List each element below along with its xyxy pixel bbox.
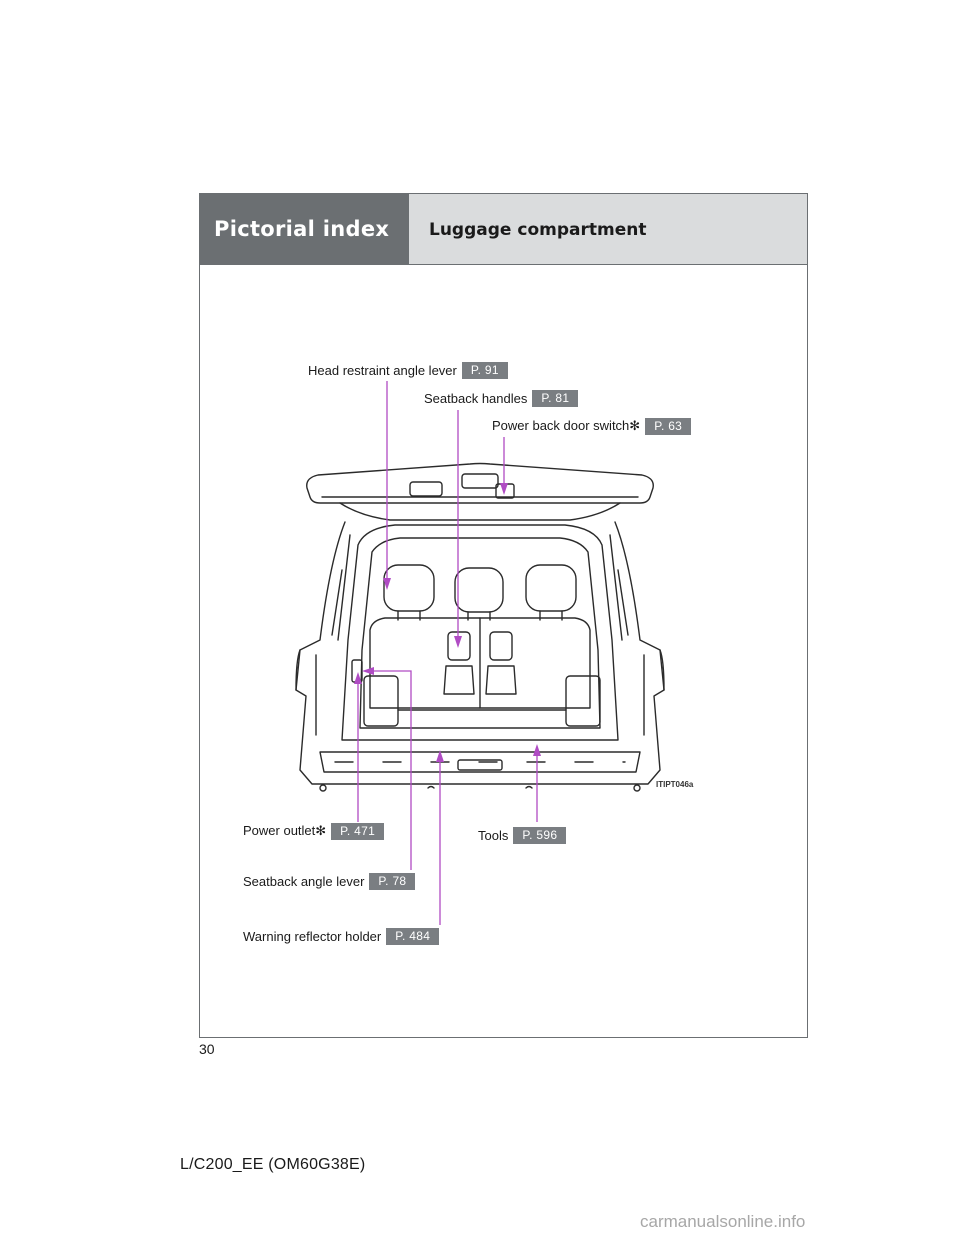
page-reference-badge[interactable]: P. 596 [513, 827, 566, 844]
callout-label: Head restraint angle lever [308, 363, 457, 378]
page-number: 30 [199, 1041, 215, 1057]
page-reference-badge[interactable]: P. 91 [462, 362, 508, 379]
watermark: carmanualsonline.info [640, 1212, 805, 1232]
callout-label: Tools [478, 828, 508, 843]
callout-label: Seatback angle lever [243, 874, 364, 889]
callout-power-outlet: Power outlet✻ P. 471 [243, 822, 384, 840]
callout-seatback-handles: Seatback handles P. 81 [424, 389, 578, 407]
callout-label: Warning reflector holder [243, 929, 381, 944]
illustration-code: ITIPT046a [656, 780, 693, 789]
callout-label: Power back door switch✻ [492, 418, 640, 434]
page-reference-badge[interactable]: P. 81 [532, 390, 578, 407]
callout-power-back-door-switch: Power back door switch✻ P. 63 [492, 417, 691, 435]
callout-tools: Tools P. 596 [478, 826, 566, 844]
callout-warning-reflector-holder: Warning reflector holder P. 484 [243, 927, 439, 945]
leader-seatback-angle [370, 671, 411, 870]
callout-label: Seatback handles [424, 391, 527, 406]
document-code: L/C200_EE (OM60G38E) [180, 1156, 365, 1174]
callout-label: Power outlet✻ [243, 823, 326, 839]
page-reference-badge[interactable]: P. 63 [645, 418, 691, 435]
page-reference-badge[interactable]: P. 78 [369, 873, 415, 890]
callout-seatback-angle-lever: Seatback angle lever P. 78 [243, 872, 415, 890]
page-reference-badge[interactable]: P. 471 [331, 823, 384, 840]
page-reference-badge[interactable]: P. 484 [386, 928, 439, 945]
callout-head-restraint-angle-lever: Head restraint angle lever P. 91 [308, 361, 508, 379]
